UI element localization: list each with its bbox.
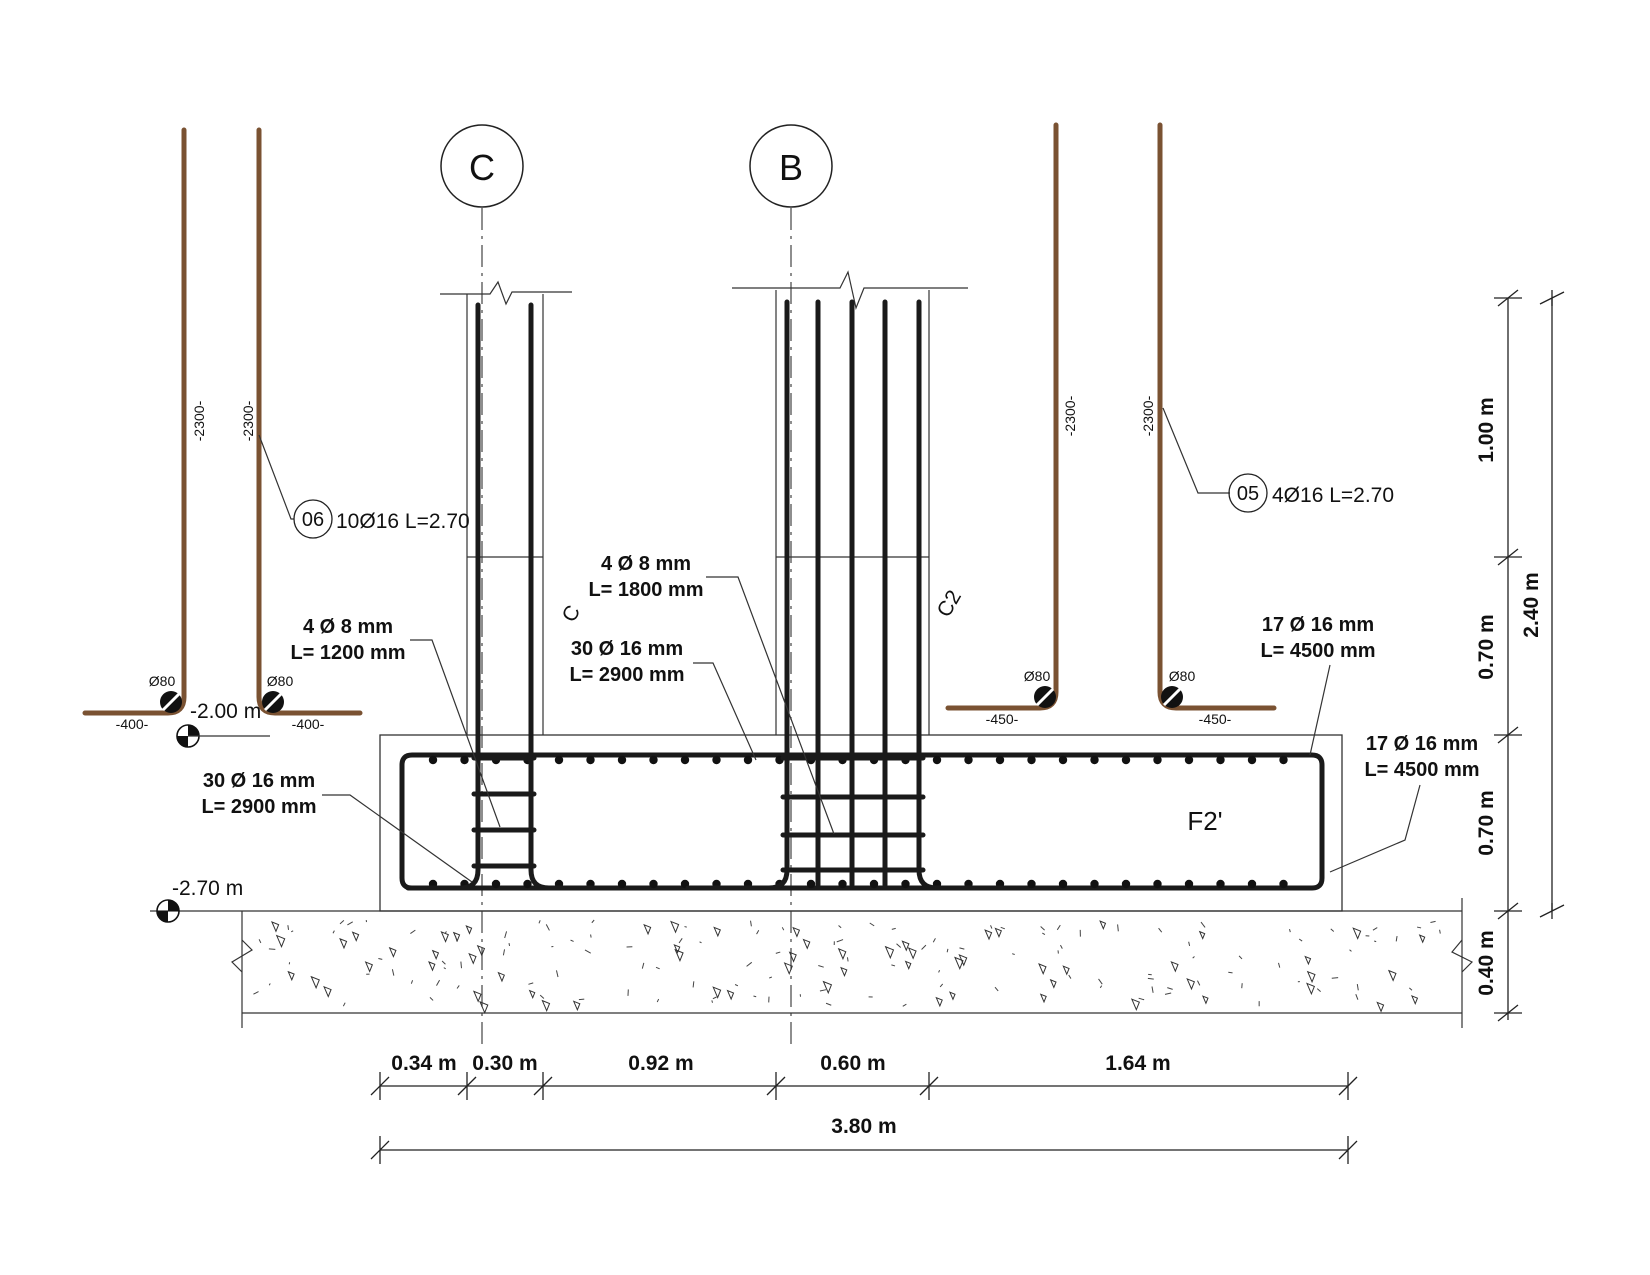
svg-text:4 Ø 8 mm: 4 Ø 8 mm <box>303 616 393 638</box>
column-label-left: C <box>558 601 586 626</box>
footing-label: F2' <box>1187 806 1222 836</box>
dim-v-4: 0.40 m <box>1475 930 1498 995</box>
svg-text:30 Ø 16 mm: 30 Ø 16 mm <box>203 770 315 792</box>
note-column-bars-left: 30 Ø 16 mm L= 2900 mm <box>201 770 473 883</box>
column-bars-right <box>685 299 1021 891</box>
svg-text:L= 1800 mm: L= 1800 mm <box>588 579 703 601</box>
dowel-left-1: -2300- Ø80 -400- <box>82 127 207 732</box>
dim-h-3: 0.92 m <box>628 1052 693 1075</box>
dowel-callout-left: 06 10Ø16 L=2.70 <box>258 434 470 539</box>
dowel-leg-label: -400- <box>292 716 325 732</box>
dowel-height-label: -2300- <box>1062 395 1078 436</box>
level-marker-top: -2.00 m <box>176 700 270 748</box>
dowel-diameter-label: Ø80 <box>149 673 176 689</box>
dowel-mark-left: 06 <box>302 509 324 531</box>
dim-v-3: 0.70 m <box>1475 790 1498 855</box>
dowel-spec-right: 4Ø16 L=2.70 <box>1272 484 1394 507</box>
svg-text:4 Ø 8 mm: 4 Ø 8 mm <box>601 553 691 575</box>
dowel-leg-label: -450- <box>986 711 1019 727</box>
grid-line-c: C <box>440 124 524 1050</box>
svg-text:L= 1200 mm: L= 1200 mm <box>290 642 405 664</box>
svg-text:17 Ø 16 mm: 17 Ø 16 mm <box>1262 614 1374 636</box>
dim-v-2: 0.70 m <box>1475 614 1498 679</box>
level-label-top: -2.00 m <box>190 700 261 723</box>
concrete-hatch <box>253 919 1441 1015</box>
dim-h-4: 0.60 m <box>820 1052 885 1075</box>
dowel-height-label: -2300- <box>240 400 256 441</box>
dimension-vertical: 1.00 m 0.70 m 0.70 m 0.40 m 2.40 m <box>1475 289 1565 1022</box>
dowel-diameter-label: Ø80 <box>267 673 294 689</box>
svg-text:L= 4500 mm: L= 4500 mm <box>1260 640 1375 662</box>
dowel-right-1: -2300- Ø80 -450- <box>945 122 1078 727</box>
grid-label-c: C <box>469 147 495 188</box>
dowel-right-2: -2300- Ø80 -450- <box>1140 122 1277 727</box>
note-footing-side-bars: 17 Ø 16 mm L= 4500 mm <box>1329 733 1480 873</box>
grid-label-b: B <box>779 147 803 188</box>
dowel-diameter-label: Ø80 <box>1024 668 1051 684</box>
svg-text:L= 2900 mm: L= 2900 mm <box>201 796 316 818</box>
note-stirrups-left: 4 Ø 8 mm L= 1200 mm <box>290 616 501 828</box>
dowel-spec-left: 10Ø16 L=2.70 <box>336 510 470 533</box>
level-marker-bottom: -2.70 m <box>156 877 243 923</box>
lean-concrete <box>150 898 1474 1028</box>
note-stirrups-right: 4 Ø 8 mm L= 1800 mm <box>588 553 835 835</box>
dim-v-1: 1.00 m <box>1475 397 1498 462</box>
dowel-height-label: -2300- <box>1140 395 1156 436</box>
dowel-left-2: -2300- Ø80 -400- <box>240 127 363 732</box>
dim-h-2: 0.30 m <box>472 1052 537 1075</box>
dim-total: 3.80 m <box>831 1115 896 1138</box>
dowel-diameter-label: Ø80 <box>1169 668 1196 684</box>
dowel-mark-right: 05 <box>1237 483 1259 505</box>
dowel-leg-label: -400- <box>116 716 149 732</box>
dowel-callout-right: 05 4Ø16 L=2.70 <box>1162 407 1394 513</box>
dim-h-1: 0.34 m <box>391 1052 456 1075</box>
grid-line-b: B <box>749 124 833 1050</box>
column-bars-left <box>405 302 603 891</box>
footing-cage <box>399 752 1325 891</box>
note-footing-top-bars: 17 Ø 16 mm L= 4500 mm <box>1260 614 1376 756</box>
svg-text:30 Ø 16 mm: 30 Ø 16 mm <box>571 638 683 660</box>
dowel-leg-label: -450- <box>1199 711 1232 727</box>
dim-h-5: 1.64 m <box>1105 1052 1170 1075</box>
column-label-right: C2 <box>933 586 966 621</box>
dimension-horizontal: 0.34 m 0.30 m 0.92 m 0.60 m 1.64 m 3.80 … <box>370 1052 1358 1164</box>
column-left: C <box>440 280 586 735</box>
svg-text:17 Ø 16 mm: 17 Ø 16 mm <box>1366 733 1478 755</box>
note-column-bars-mid: 30 Ø 16 mm L= 2900 mm <box>569 638 757 761</box>
level-label-bottom: -2.70 m <box>172 877 243 900</box>
svg-text:L= 4500 mm: L= 4500 mm <box>1364 759 1479 781</box>
dowel-height-label: -2300- <box>191 400 207 441</box>
dim-v-total: 2.40 m <box>1520 572 1543 637</box>
svg-text:L= 2900 mm: L= 2900 mm <box>569 664 684 686</box>
